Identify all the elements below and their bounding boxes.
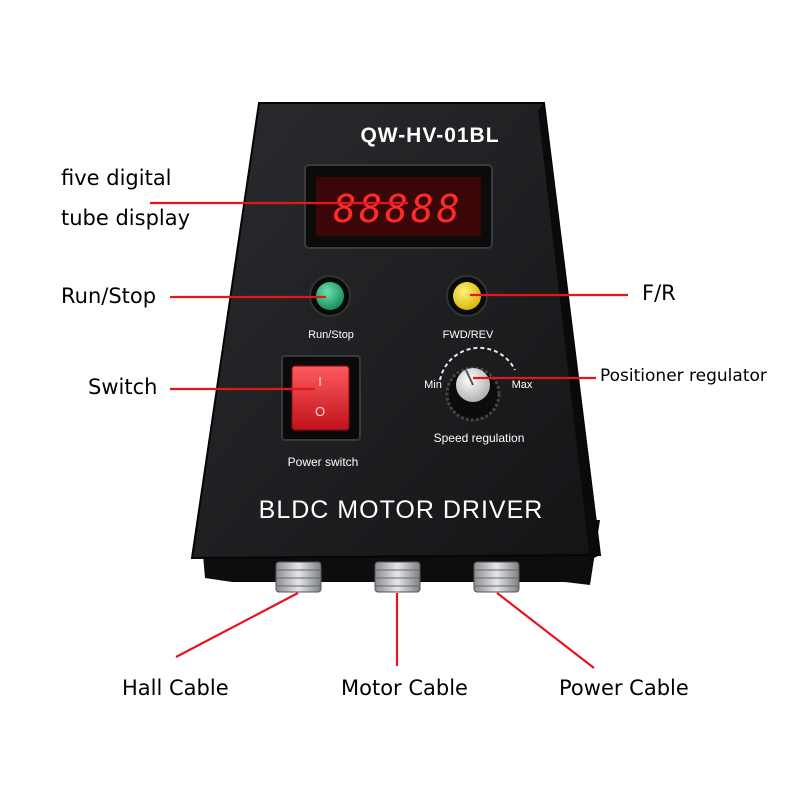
- leader-hall-cable: [175, 592, 299, 658]
- callout-run-stop: Run/Stop: [61, 284, 157, 308]
- enclosure-side-shade: [538, 103, 600, 560]
- callout-switch: Switch: [88, 375, 158, 399]
- callout-motor-cable: Motor Cable: [341, 676, 468, 700]
- fwd-rev-label: FWD/REV: [443, 329, 494, 341]
- callout-hall-cable: Hall Cable: [122, 676, 229, 700]
- speed-max-label: Max: [512, 379, 533, 391]
- power-switch-off-mark: O: [315, 404, 325, 419]
- power-switch-on-mark: I: [318, 374, 322, 389]
- callout-display-line2: tube display: [61, 206, 191, 230]
- speed-regulation-label: Speed regulation: [434, 431, 525, 445]
- hall-cable-connector: [275, 561, 322, 593]
- power-switch-rocker[interactable]: [291, 365, 350, 431]
- display-window: [316, 177, 481, 236]
- speed-knob-pointer: [465, 369, 474, 386]
- power-cable-connector: [473, 561, 520, 593]
- device-title: BLDC MOTOR DRIVER: [259, 496, 544, 524]
- leader-power-cable: [496, 592, 595, 669]
- callout-power-cable: Power Cable: [559, 676, 689, 700]
- callout-display-line1: five digital: [61, 166, 172, 190]
- speed-scale-arc: [439, 346, 516, 381]
- display-digits: 88888: [333, 187, 462, 231]
- motor-cable-connector: [374, 561, 421, 593]
- speed-min-label: Min: [424, 379, 442, 391]
- run-stop-button[interactable]: [316, 282, 344, 310]
- power-switch-label: Power switch: [288, 455, 359, 469]
- callout-fr: F/R: [642, 281, 676, 305]
- fwd-rev-button[interactable]: [453, 282, 481, 310]
- callout-positioner: Positioner regulator: [600, 366, 767, 386]
- model-label: QW-HV-01BL: [360, 124, 499, 147]
- run-stop-label: Run/Stop: [308, 329, 354, 341]
